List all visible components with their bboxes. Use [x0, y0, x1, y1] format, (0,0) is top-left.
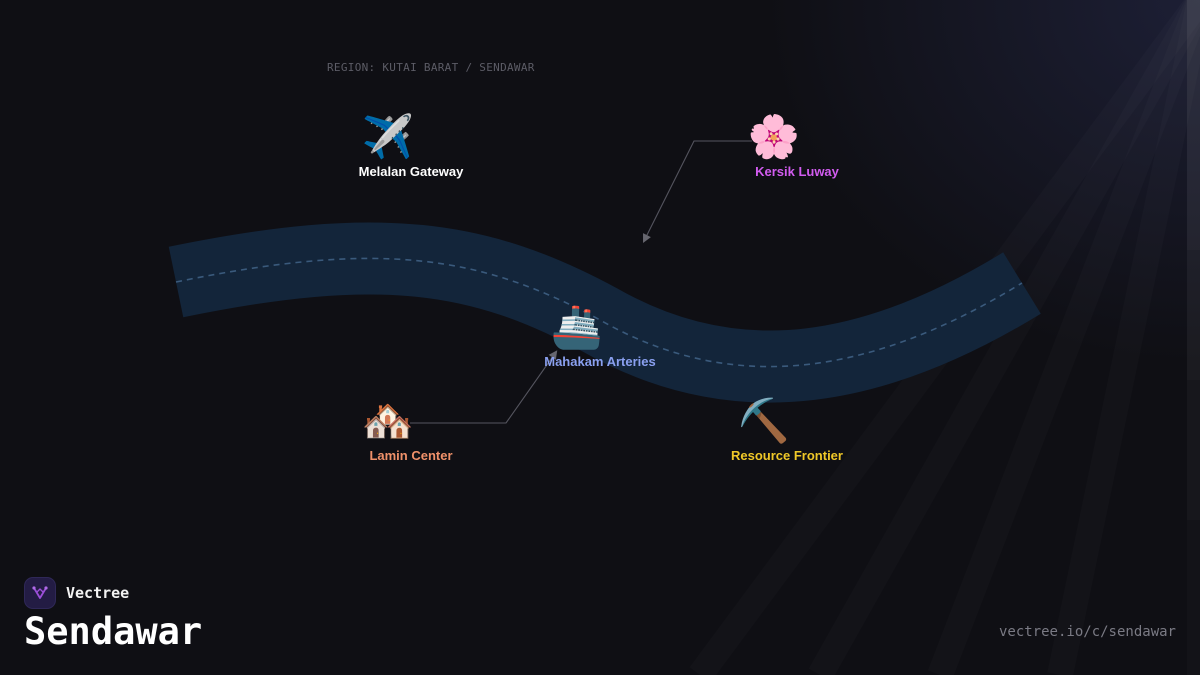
- node-resource-frontier[interactable]: ⛏️ Resource Frontier: [664, 396, 864, 463]
- river-centerline: [175, 257, 1023, 368]
- node-label: Lamin Center: [369, 448, 453, 463]
- node-kersik-luway[interactable]: 🌸 Kersik Luway: [674, 112, 874, 179]
- flower-icon: 🌸: [747, 112, 801, 161]
- airplane-icon: ✈️: [361, 112, 415, 161]
- page-url-link[interactable]: vectree.io/c/sendawar: [998, 624, 1176, 640]
- node-label: Melalan Gateway: [358, 164, 464, 179]
- connector-kersik: [643, 140, 752, 243]
- node-label: Mahakam Arteries: [544, 354, 656, 369]
- page-title: Sendawar: [24, 610, 203, 653]
- vectree-logo-icon: [24, 577, 56, 609]
- node-lamin-center[interactable]: 🏘️ Lamin Center: [288, 396, 488, 463]
- node-melalan-gateway[interactable]: ✈️ Melalan Gateway: [288, 112, 488, 179]
- node-label: Resource Frontier: [731, 448, 843, 463]
- houses-icon: 🏘️: [361, 396, 415, 445]
- brand-name: Vectree: [66, 584, 130, 602]
- connector-lamin: [410, 350, 558, 424]
- node-label: Kersik Luway: [755, 164, 839, 179]
- region-label: REGION: KUTAI BARAT / SENDAWAR: [327, 61, 535, 74]
- node-mahakam-arteries[interactable]: 🚢 Mahakam Arteries: [477, 302, 677, 369]
- ship-icon: 🚢: [550, 302, 604, 351]
- brand[interactable]: Vectree: [24, 577, 129, 609]
- pickaxe-icon: ⛏️: [737, 396, 791, 445]
